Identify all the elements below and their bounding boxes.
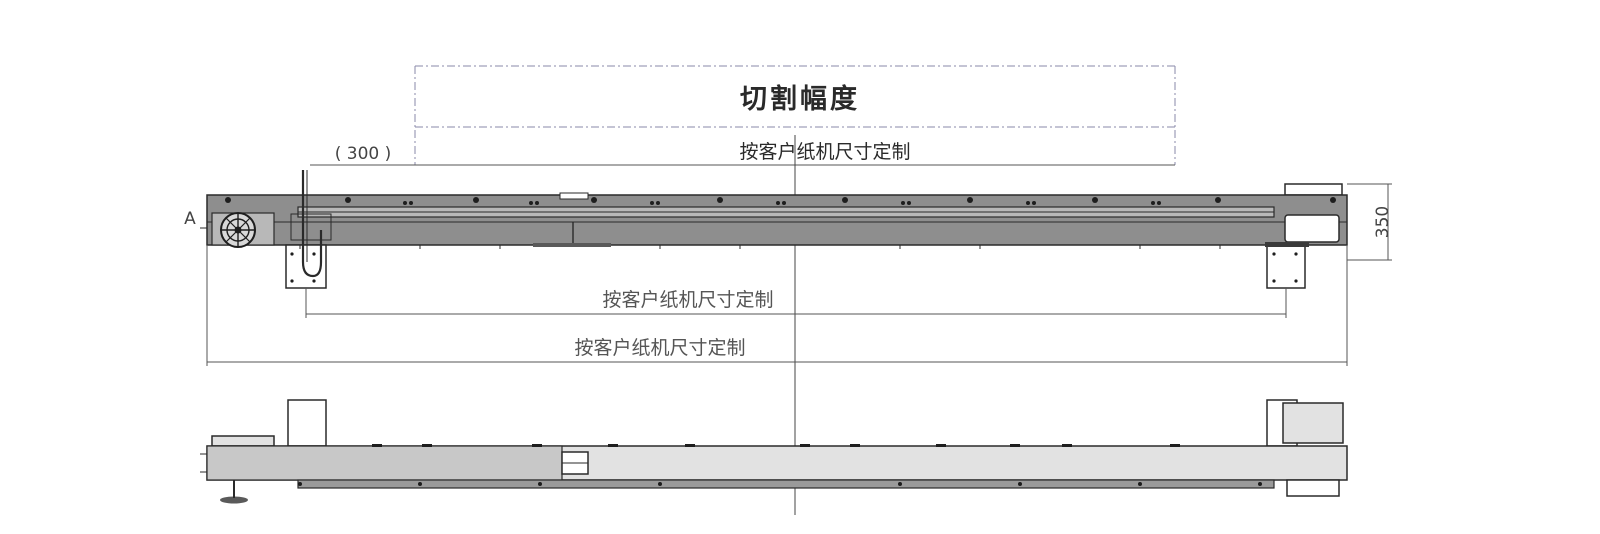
top-view-assembly (206, 170, 1348, 289)
height-dimension-label: 350 (1373, 206, 1393, 238)
offset-dimension-label: ( 300 ) (335, 144, 392, 164)
side-view-assembly (200, 399, 1348, 504)
custom-size-label-top: 按客户纸机尺寸定制 (739, 141, 910, 163)
lever-rod (301, 170, 323, 278)
tick-row-top (299, 245, 1221, 249)
side-foot (220, 496, 248, 504)
custom-size-label-bottom: 按客户纸机尺寸定制 (574, 337, 745, 359)
custom-size-label-middle: 按客户纸机尺寸定制 (602, 289, 773, 311)
side-left-gearbox (211, 435, 275, 447)
bolt-row-side (298, 444, 1262, 486)
side-right-motor-housing (1282, 402, 1344, 444)
height-dimension (1347, 183, 1392, 261)
custom-size-dimension-middle (305, 288, 1287, 318)
side-left-upright (287, 399, 327, 447)
handwheel-icon (220, 212, 256, 248)
cut-width-bracket (414, 65, 1176, 165)
right-end-housing (1284, 214, 1340, 243)
right-top-cap (1284, 183, 1343, 196)
custom-size-dimension-bottom (206, 245, 1348, 366)
view-marker-label: A (184, 209, 196, 229)
bolt-row-top (225, 197, 1336, 205)
cut-width-label: 切割幅度 (740, 83, 860, 115)
